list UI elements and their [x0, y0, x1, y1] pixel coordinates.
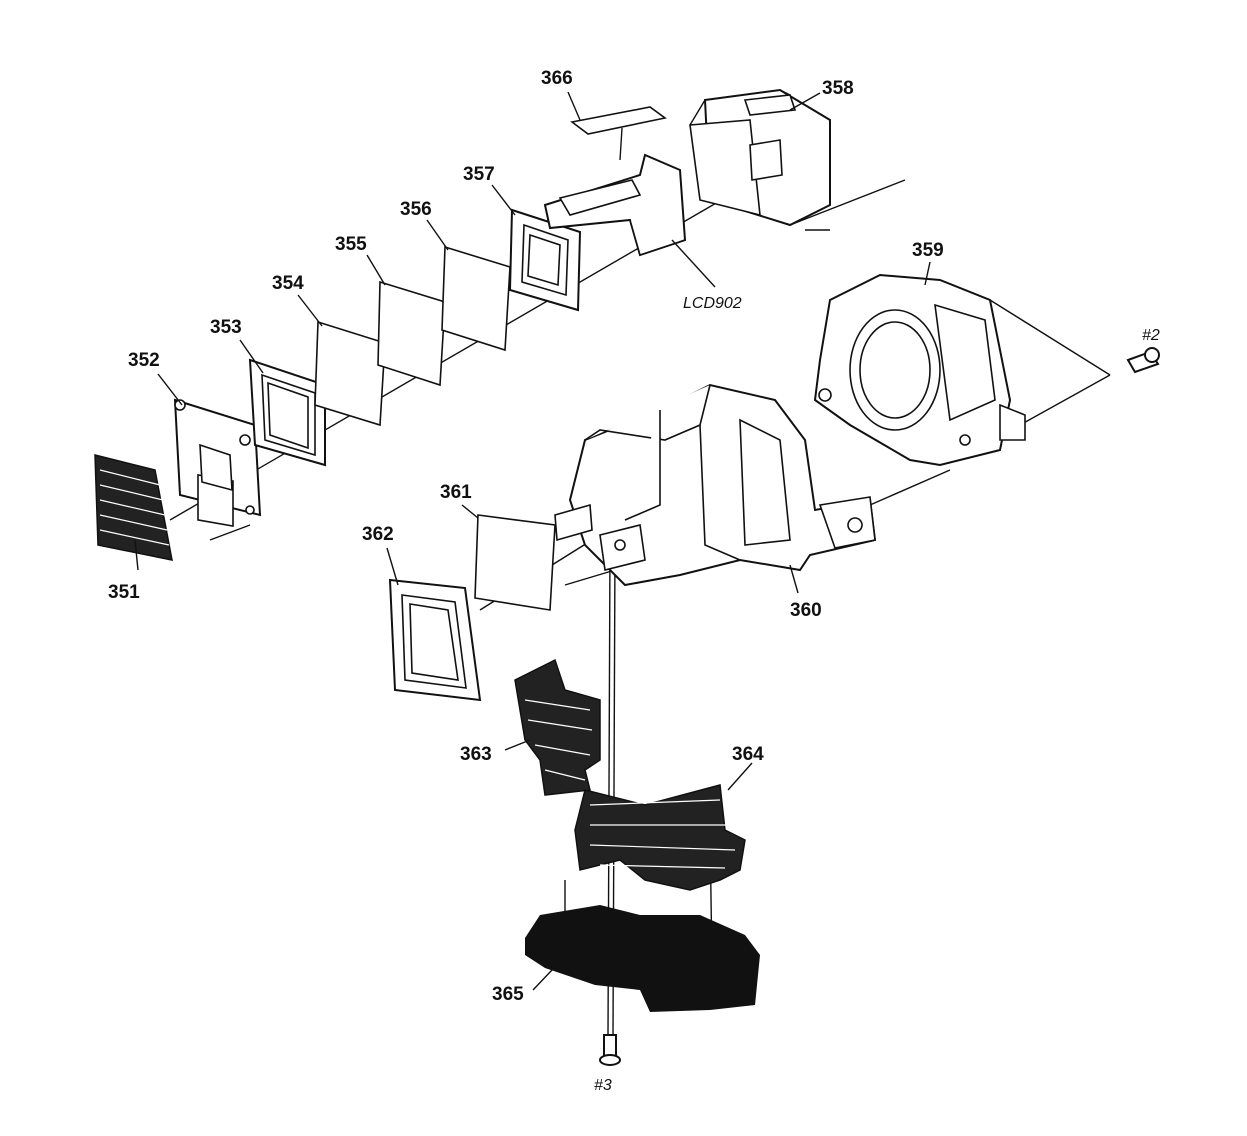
label-358: 358: [822, 78, 854, 99]
part-353-gasket: [248, 358, 326, 467]
label-359: 359: [912, 240, 944, 261]
part-363-shield: [514, 658, 601, 796]
part-356-sheet: [441, 245, 511, 352]
screw-3: [599, 1034, 621, 1066]
label-356: 356: [400, 199, 432, 220]
label-lcd902: LCD902: [683, 295, 742, 312]
label-364: 364: [732, 744, 764, 765]
part-364-shield: [574, 784, 746, 891]
label-354: 354: [272, 273, 304, 294]
label-360: 360: [790, 600, 822, 621]
label-363: 363: [460, 744, 492, 765]
label-355: 355: [335, 234, 367, 255]
part-366-strip: [570, 106, 667, 161]
part-357-frame: [508, 208, 582, 312]
label-353: 353: [210, 317, 242, 338]
screw-2: [1126, 347, 1160, 374]
leader-lines: [134, 91, 931, 991]
label-365: 365: [492, 984, 524, 1005]
part-365-base-plate: [525, 905, 760, 1012]
label-screw-3: #3: [594, 1077, 612, 1094]
part-362-gasket: [388, 578, 482, 702]
lcd902-assembly: [543, 153, 687, 257]
part-360-housing: [554, 383, 877, 587]
part-361-sheet: [474, 514, 556, 611]
part-358-housing: [689, 88, 831, 227]
part-359-hinge-unit: [813, 273, 1026, 467]
part-354-sheet: [314, 320, 386, 427]
part-351-grille: [94, 454, 173, 561]
label-357: 357: [463, 164, 495, 185]
label-352: 352: [128, 350, 160, 371]
part-355-sheet: [377, 280, 446, 387]
label-362: 362: [362, 524, 394, 545]
label-screw-2: #2: [1142, 327, 1160, 344]
label-351: 351: [108, 582, 140, 603]
part-352-frame: [173, 398, 262, 528]
label-361: 361: [440, 482, 472, 503]
part-labels: 351 352 353 354 355 356 357 358 359 360 …: [108, 68, 1160, 1094]
label-366: 366: [541, 68, 573, 89]
